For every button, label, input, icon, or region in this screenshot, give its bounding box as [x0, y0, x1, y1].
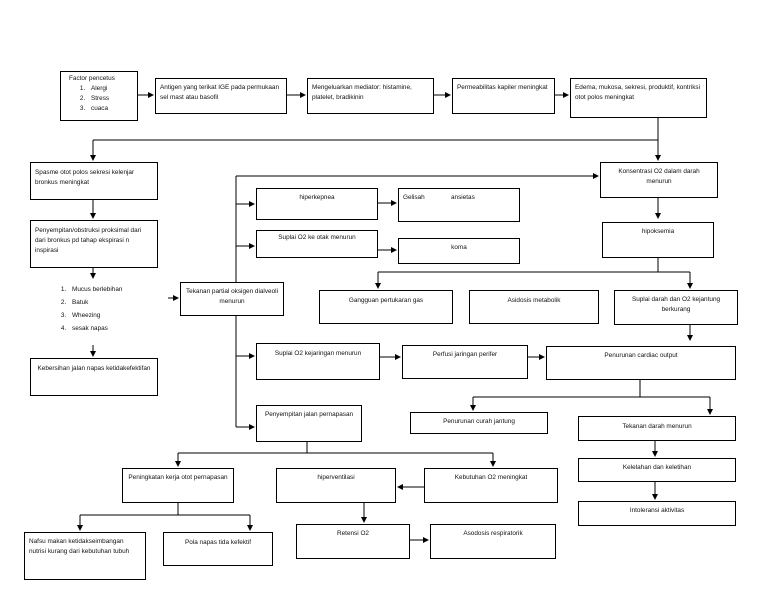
suplai-otak-box: Suplai O2 ke otak menurun: [256, 230, 378, 258]
hiperventilasi-box: hiperventilasi: [276, 468, 396, 503]
gejala-item: Mucus berlebihan: [68, 283, 164, 296]
gejala-item: Wheezing: [68, 309, 164, 322]
kelelahan-box: Kelelahan dan keletihan: [578, 458, 736, 482]
penurunan-curah-box: Penurunan curah jantung: [410, 412, 548, 434]
retensi-box: Retensi O2: [296, 524, 410, 559]
factor-item: Stress: [87, 94, 133, 104]
kebutuhan-o2-box: Kebutuhan O2 meningkat: [424, 468, 558, 503]
gejala-box: Mucus berlebihan Batuk Wheezing sesak na…: [30, 280, 168, 345]
spasme-box: Spasme otot polos sekresi kelenjar bronk…: [30, 162, 158, 200]
koma-box: koma: [398, 238, 520, 264]
mediator-box: Mengeluarkan mediator: histamine, platel…: [307, 78, 434, 114]
factor-item: Alergi: [87, 84, 133, 94]
gelisah-label: Gelisah: [403, 194, 425, 201]
pola-napas-box: Pola napas tida kefektif: [163, 532, 273, 566]
tekanan-parsial-box: Tekanan partial oksigen dialveoli menuru…: [180, 282, 284, 316]
gejala-item: Batuk: [68, 296, 164, 309]
permeabilitas-box: Permeabilitas kapiler meningkat: [452, 78, 555, 114]
gejala-list: Mucus berlebihan Batuk Wheezing sesak na…: [34, 283, 164, 335]
suplai-jaringan-box: Suplai O2 kejaringan menurun: [256, 343, 380, 380]
nafsu-makan-box: Nafsu makan ketidakseimbangan nutrisi ku…: [24, 532, 146, 580]
factor-list: Alergi Stress cuaca: [65, 84, 133, 114]
asidosis-respiratorik-box: Asodosis respiratorik: [430, 524, 556, 559]
factor-pencetus-title: Factor pencetus: [69, 75, 115, 82]
suplai-jantung-box: Suplai darah dan O2 kejantung berkurang: [614, 290, 738, 325]
penyempitan-obstruksi-box: Penyempitan/obstruksi proksimal dari dar…: [30, 220, 158, 268]
factor-pencetus-box: Factor pencetus Alergi Stress cuaca: [60, 71, 138, 121]
ansietas-label: ansietas: [451, 194, 475, 201]
antigen-box: Antigen yang terikat IGE pada permukaan …: [155, 78, 287, 114]
gejala-item: sesak napas: [68, 322, 164, 335]
asidosis-metabolik-box: Asidosis metabolik: [469, 290, 599, 324]
penurunan-cardiac-output-box: Penurunan cardiac output: [546, 346, 736, 380]
perfusi-box: Perfusi jaringan perifer: [402, 345, 528, 379]
hipoksemia-box: hipoksemia: [602, 222, 714, 258]
kebersihan-box: Kebersihan jalan napas ketidakefektifan: [30, 358, 158, 396]
factor-item: cuaca: [87, 104, 133, 114]
penyempitan-jalan-box: Penyempitan jalan pernapasan: [256, 405, 362, 442]
hiperkepnea-box: hiperkepnea: [256, 188, 378, 220]
tekanan-darah-box: Tekanan darah menurun: [578, 416, 736, 441]
gelisah-box: Gelisah ansietas: [398, 188, 520, 222]
intoleransi-box: Intoleransi aktivitas: [578, 501, 736, 526]
konsentrasi-box: Konsentrasi O2 dalam darah menurun: [600, 162, 718, 198]
gangguan-box: Gangguan pertukaran gas: [319, 290, 453, 324]
peningkatan-kerja-box: Peningkatan kerja otot pernapasan: [122, 468, 234, 503]
edema-box: Edema, mukosa, sekresi, produktif, kontr…: [570, 78, 707, 118]
